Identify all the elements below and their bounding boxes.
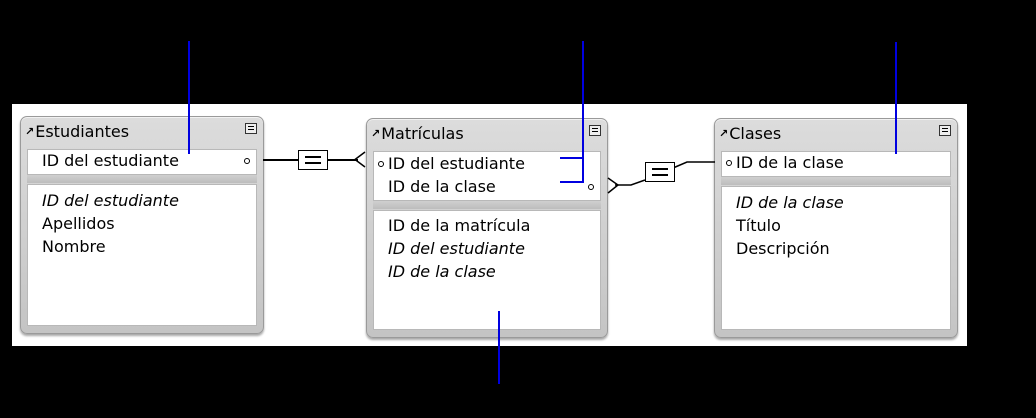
field-label: ID de la clase bbox=[388, 177, 496, 196]
key-dot-icon bbox=[726, 160, 732, 166]
table-title: ↗ Estudiantes bbox=[25, 122, 129, 141]
field-label: ID de la clase bbox=[736, 153, 844, 172]
match-field[interactable]: ID de la clase bbox=[374, 175, 600, 198]
callout-line-clases-match bbox=[895, 42, 897, 154]
field-list: ID de la clase Título Descripción bbox=[721, 186, 951, 330]
table-name: Clases bbox=[729, 124, 782, 143]
open-table-arrow-icon[interactable]: ↗ bbox=[719, 127, 729, 140]
field-label: ID del estudiante bbox=[42, 151, 179, 170]
field-label: ID del estudiante bbox=[388, 154, 525, 173]
open-table-arrow-icon[interactable]: ↗ bbox=[371, 127, 381, 140]
table-name: Estudiantes bbox=[35, 122, 130, 141]
equals-operator-icon[interactable] bbox=[645, 162, 675, 182]
relationship-line bbox=[328, 159, 358, 161]
callout-bracket-top bbox=[560, 157, 584, 159]
collapse-toggle-icon[interactable] bbox=[589, 125, 601, 136]
match-field[interactable]: ID del estudiante bbox=[374, 152, 600, 175]
callout-line-matriculas-match bbox=[582, 41, 584, 182]
table-title: ↗ Matrículas bbox=[371, 124, 464, 143]
match-fields: ID del estudiante ID de la clase bbox=[373, 151, 601, 201]
key-dot-icon bbox=[588, 184, 594, 190]
callout-bracket-bottom bbox=[560, 181, 584, 183]
match-field[interactable]: ID de la clase bbox=[722, 152, 950, 174]
open-table-arrow-icon[interactable]: ↗ bbox=[25, 125, 35, 138]
field[interactable]: Nombre bbox=[42, 237, 106, 256]
section-divider bbox=[721, 177, 951, 185]
field-list: ID de la matrícula ID del estudiante ID … bbox=[373, 210, 601, 330]
field[interactable]: ID de la clase bbox=[388, 262, 496, 281]
table-name: Matrículas bbox=[381, 124, 464, 143]
table-title: ↗ Clases bbox=[719, 124, 781, 143]
collapse-toggle-icon[interactable] bbox=[939, 125, 951, 136]
equals-operator-icon[interactable] bbox=[298, 150, 328, 170]
table-clases[interactable]: ↗ Clases ID de la clase ID de la clase T… bbox=[714, 118, 958, 338]
field[interactable]: Apellidos bbox=[42, 214, 115, 233]
section-divider bbox=[373, 201, 601, 209]
field[interactable]: ID del estudiante bbox=[42, 191, 179, 210]
crows-foot-icon bbox=[353, 151, 366, 168]
field[interactable]: Título bbox=[736, 216, 781, 235]
table-estudiantes[interactable]: ↗ Estudiantes ID del estudiante ID del e… bbox=[20, 116, 264, 334]
field[interactable]: Descripción bbox=[736, 239, 830, 258]
key-dot-icon bbox=[244, 158, 250, 164]
table-matriculas[interactable]: ↗ Matrículas ID del estudiante ID de la … bbox=[366, 118, 608, 338]
relationship-line bbox=[615, 161, 715, 186]
relationship-line bbox=[263, 159, 299, 161]
field[interactable]: ID de la clase bbox=[736, 193, 844, 212]
match-fields: ID del estudiante bbox=[27, 149, 257, 175]
callout-line-matriculas-fields bbox=[498, 311, 500, 384]
callout-line-estudiantes-match bbox=[188, 41, 190, 154]
match-fields: ID de la clase bbox=[721, 151, 951, 177]
section-divider bbox=[27, 175, 257, 183]
field-list: ID del estudiante Apellidos Nombre bbox=[27, 184, 257, 326]
field[interactable]: ID del estudiante bbox=[388, 239, 525, 258]
field[interactable]: ID de la matrícula bbox=[388, 216, 531, 235]
collapse-toggle-icon[interactable] bbox=[245, 123, 257, 134]
key-dot-icon bbox=[378, 161, 384, 167]
match-field[interactable]: ID del estudiante bbox=[28, 150, 256, 172]
